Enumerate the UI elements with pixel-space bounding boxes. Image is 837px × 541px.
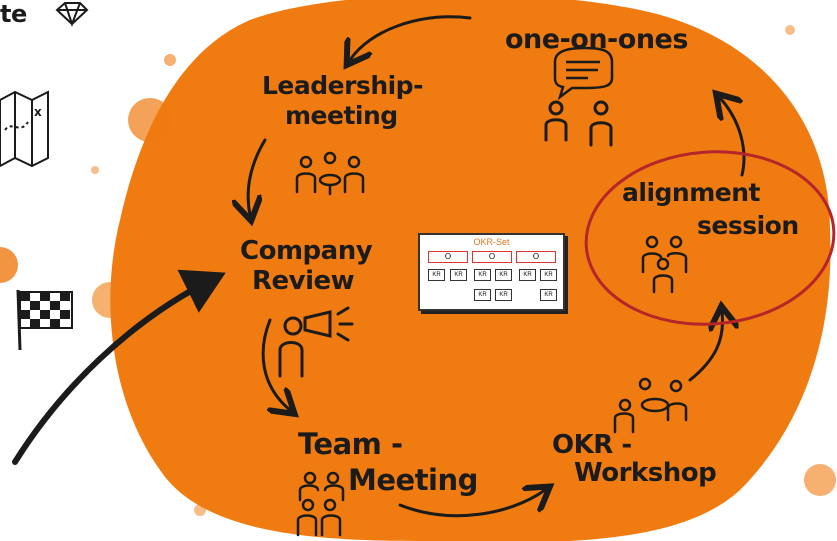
label-leadership-meeting-line1: Leadership- (262, 71, 423, 100)
okr-set-title: OKR-Set (473, 237, 510, 247)
arrow-okr-to-alignment (688, 312, 723, 382)
workshop-group-icon (613, 377, 688, 434)
highlight-ring (584, 150, 836, 326)
objective-box: O (428, 251, 468, 263)
label-team-meeting-line1: Team - (298, 427, 403, 461)
label-leadership-meeting-line2: meeting (285, 101, 398, 130)
label-one-on-ones: one-on-ones (505, 24, 688, 55)
label-alignment-session-line2: session (697, 211, 799, 240)
arrow-leadership-to-company (248, 138, 267, 215)
key-result-box: KR (495, 289, 512, 301)
label-okr-workshop-line1: OKR - (552, 430, 632, 460)
label-company-review-line1: Company (240, 236, 373, 266)
arrow-team-to-okr (398, 490, 545, 518)
key-result-box: KR (450, 269, 467, 281)
objective-box: O (472, 251, 512, 263)
key-result-box: KR (540, 269, 557, 281)
key-result-box: KR (474, 269, 491, 281)
diamond-icon (55, 2, 89, 27)
arrow-oneonones-to-leadership (350, 15, 472, 60)
label-company-review-line2: Review (252, 266, 355, 296)
key-result-box: KR (540, 289, 557, 301)
team-group-icon (296, 471, 345, 537)
presenter-icon (278, 306, 354, 378)
objective-box: O (516, 251, 556, 263)
arrow-company-to-team (261, 318, 290, 410)
key-result-box: KR (519, 269, 536, 281)
key-result-box: KR (495, 269, 512, 281)
key-result-box: KR (428, 269, 445, 281)
speech-bubble-icon (553, 46, 614, 101)
label-team-meeting-line2: Meeting (348, 463, 478, 497)
map-icon: x (0, 90, 49, 168)
label-okr-workshop-line2: Workshop (574, 458, 717, 488)
people-pair-icon (544, 100, 613, 147)
checkered-flag-icon (16, 289, 73, 351)
corner-fragment: te (0, 0, 27, 28)
arrow-alignment-to-oneonones (720, 98, 746, 177)
entry-arrow (12, 269, 226, 465)
cycle-arrows (248, 15, 746, 518)
label-alignment-session-line1: alignment (622, 178, 760, 207)
okr-set-card: OKR-Set O O O KR KR KR KR KR KR KR KR KR (418, 233, 565, 311)
svg-text:x: x (34, 105, 42, 119)
leadership-group-icon (295, 151, 365, 196)
key-result-box: KR (474, 289, 491, 301)
alignment-group-icon (641, 235, 688, 294)
